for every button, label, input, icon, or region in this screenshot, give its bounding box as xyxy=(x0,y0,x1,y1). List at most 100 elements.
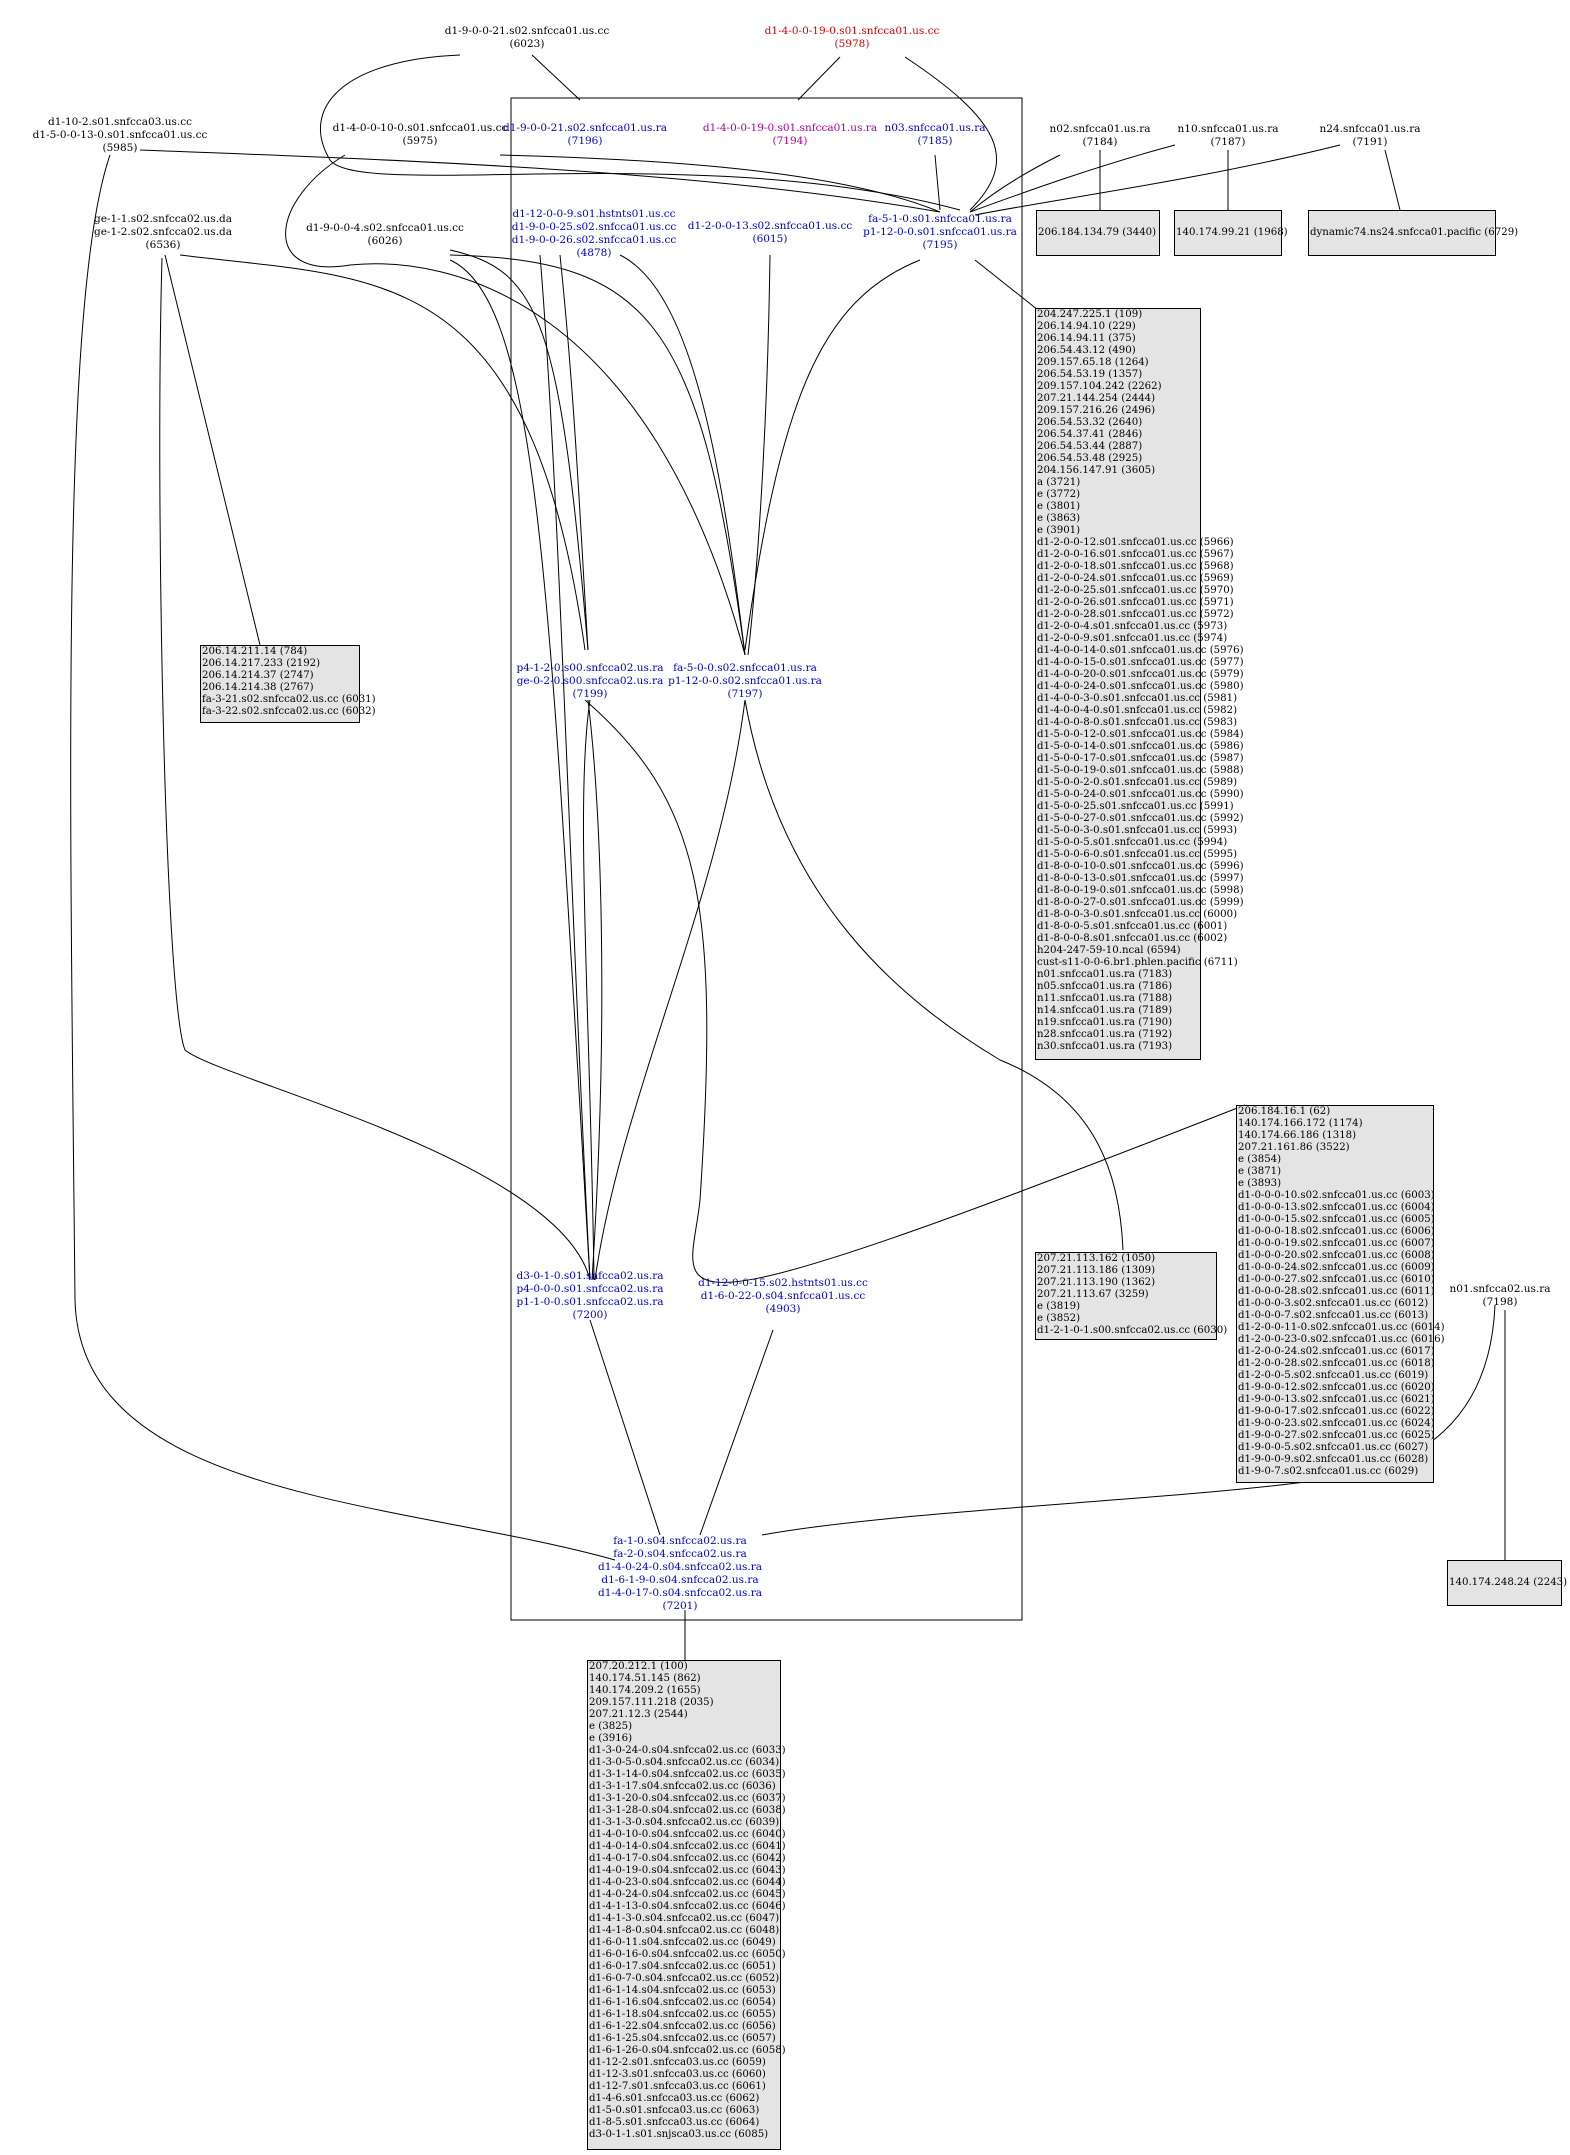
box-line: n14.snfcca01.us.ra (7189) xyxy=(1037,1005,1173,1016)
node-label: d1-9-0-0-26.s02.snfcca01.us.cc xyxy=(511,234,677,246)
box-line: 206.54.37.41 (2846) xyxy=(1037,429,1143,440)
box-line: d1-4-1-3-0.s04.snfcca02.us.cc (6047) xyxy=(589,1913,780,1924)
node-label: n03.snfcca01.us.ra xyxy=(884,122,986,134)
node-n01-7198[interactable]: n01.snfcca02.us.ra (7198) xyxy=(1450,1283,1551,1309)
node-id: (4903) xyxy=(765,1303,801,1315)
node-n24-7191[interactable]: n24.snfcca01.us.ra (7191) xyxy=(1320,123,1421,149)
node-7197[interactable]: fa-5-0-0.s02.snfcca01.us.ra p1-12-0-0.s0… xyxy=(668,662,822,701)
box-big-right-group[interactable]: 204.247.225.1 (109)206.14.94.10 (229)206… xyxy=(1035,308,1244,1060)
box-line: d1-3-0-24-0.s04.snfcca02.us.cc (6033) xyxy=(589,1745,786,1756)
box-mid-right-group[interactable]: 207.21.113.162 (1050)207.21.113.186 (130… xyxy=(1035,1252,1228,1340)
node-id: (7196) xyxy=(567,135,603,147)
box-bottom-group[interactable]: 207.20.212.1 (100)140.174.51.145 (862)14… xyxy=(587,1660,786,2150)
node-id: (7185) xyxy=(917,135,953,147)
box-line: d1-4-0-14-0.s04.snfcca02.us.cc (6041) xyxy=(589,1841,786,1852)
box-1968[interactable]: 140.174.99.21 (1968) xyxy=(1174,210,1288,256)
box-line: d1-3-1-17.s04.snfcca02.us.cc (6036) xyxy=(589,1781,776,1792)
box-line: d1-6-0-16-0.s04.snfcca02.us.cc (6050) xyxy=(589,1949,786,1960)
box-line: 206.14.211.14 (784) xyxy=(202,646,308,657)
box-line: d1-0-0-0-3.s02.snfcca01.us.cc (6012) xyxy=(1238,1298,1429,1309)
node-id: (7201) xyxy=(662,1600,698,1612)
box-line: d1-0-0-0-13.s02.snfcca01.us.cc (6004) xyxy=(1238,1202,1435,1213)
box-line: 207.21.12.3 (2544) xyxy=(589,1709,688,1720)
node-label: d1-12-0-0-9.s01.hstnts01.us.cc xyxy=(512,208,676,220)
node-label: d1-12-0-0-15.s02.hstnts01.us.cc xyxy=(698,1277,868,1289)
box-line: d1-8-0-0-19-0.s01.snfcca01.us.cc (5998) xyxy=(1037,885,1244,896)
node-label: d1-5-0-0-13-0.s01.snfcca01.us.cc xyxy=(32,129,208,141)
node-d1-10-2-5985[interactable]: d1-10-2.s01.snfcca03.us.cc d1-5-0-0-13-0… xyxy=(33,116,208,155)
box-line: e (3825) xyxy=(589,1721,633,1732)
box-line: d1-2-0-0-23-0.s02.snfcca01.us.cc (6016) xyxy=(1238,1334,1445,1345)
box-left-group[interactable]: 206.14.211.14 (784)206.14.217.233 (2192)… xyxy=(200,645,376,723)
node-4903[interactable]: d1-12-0-0-15.s02.hstnts01.us.cc d1-6-0-2… xyxy=(698,1277,868,1316)
box-line: d1-5-0-0-2-0.s01.snfcca01.us.cc (5989) xyxy=(1037,777,1238,788)
node-id: (7195) xyxy=(922,239,958,251)
node-label: ge-1-2.s02.snfcca02.us.da xyxy=(93,226,233,238)
node-label: d1-9-0-0-21.s02.snfcca01.us.ra xyxy=(503,122,667,134)
box-line: a (3721) xyxy=(1037,477,1081,488)
node-label: d1-9-0-0-21.s02.snfcca01.us.cc xyxy=(444,25,610,37)
node-ge-1-1-6536[interactable]: ge-1-1.s02.snfcca02.us.da ge-1-2.s02.snf… xyxy=(94,213,232,252)
box-line: e (3852) xyxy=(1037,1313,1081,1324)
box-line: d1-0-0-0-28.s02.snfcca01.us.cc (6011) xyxy=(1238,1286,1435,1297)
node-7200[interactable]: d3-0-1-0.s01.snfcca02.us.ra p4-0-0-0.s01… xyxy=(516,1270,663,1322)
node-n10-7187[interactable]: n10.snfcca01.us.ra (7187) xyxy=(1178,123,1279,149)
node-label: d1-4-0-24-0.s04.snfcca02.us.ra xyxy=(598,1561,762,1573)
box-line: d3-0-1-1.s01.snjsca03.us.cc (6085) xyxy=(589,2129,769,2140)
box-line: d1-4-0-24-0.s04.snfcca02.us.cc (6045) xyxy=(589,1889,786,1900)
box-line: d1-5-0-0-17-0.s01.snfcca01.us.cc (5987) xyxy=(1037,753,1244,764)
node-label: fa-5-0-0.s02.snfcca01.us.ra xyxy=(673,662,817,674)
box-line: 206.54.53.44 (2887) xyxy=(1037,441,1143,452)
node-label: p4-1-2-0.s00.snfcca02.us.ra xyxy=(516,662,664,674)
node-id: (5985) xyxy=(102,142,138,154)
box-line: d1-0-0-0-24.s02.snfcca01.us.cc (6009) xyxy=(1238,1262,1435,1273)
box-line: d1-6-1-16.s04.snfcca02.us.cc (6054) xyxy=(589,1997,776,2008)
node-label: n01.snfcca02.us.ra xyxy=(1449,1283,1551,1295)
box-line: d1-2-0-0-12.s01.snfcca01.us.cc (5966) xyxy=(1037,537,1234,548)
box-line: d1-3-1-3-0.s04.snfcca02.us.cc (6039) xyxy=(589,1817,780,1828)
box-line: n28.snfcca01.us.ra (7192) xyxy=(1037,1029,1173,1040)
node-n02-7184[interactable]: n02.snfcca01.us.ra (7184) xyxy=(1050,123,1151,149)
node-d1-4-0-0-19-0-5978[interactable]: d1-4-0-0-19-0.s01.snfcca01.us.cc (5978) xyxy=(765,25,940,51)
node-label: n02.snfcca01.us.ra xyxy=(1049,123,1151,135)
node-7195[interactable]: fa-5-1-0.s01.snfcca01.us.ra p1-12-0-0.s0… xyxy=(863,213,1017,252)
node-4878[interactable]: d1-12-0-0-9.s01.hstnts01.us.cc d1-9-0-0-… xyxy=(512,208,676,260)
box-line: 206.54.53.48 (2925) xyxy=(1037,453,1143,464)
box-line: d1-4-1-13-0.s04.snfcca02.us.cc (6046) xyxy=(589,1901,786,1912)
box-6729[interactable]: dynamic74.ns24.snfcca01.pacific (6729) xyxy=(1308,210,1518,256)
box-line: n19.snfcca01.us.ra (7190) xyxy=(1037,1017,1173,1028)
box-line: d1-0-0-0-20.s02.snfcca01.us.cc (6008) xyxy=(1238,1250,1435,1261)
node-7194[interactable]: d1-4-0-0-19-0.s01.snfcca01.us.ra (7194) xyxy=(703,122,877,148)
box-far-right-group[interactable]: 206.184.16.1 (62)140.174.166.172 (1174)1… xyxy=(1236,1105,1445,1483)
box-line: d1-3-1-14-0.s04.snfcca02.us.cc (6035) xyxy=(589,1769,786,1780)
box-line: fa-3-21.s02.snfcca02.us.cc (6031) xyxy=(202,694,376,705)
box-line: 207.21.113.162 (1050) xyxy=(1037,1253,1156,1264)
node-id: (4878) xyxy=(576,247,612,259)
node-d1-4-0-0-10-0-5975[interactable]: d1-4-0-0-10-0.s01.snfcca01.us.cc (5975) xyxy=(333,122,508,148)
box-line: 204.156.147.91 (3605) xyxy=(1037,465,1156,476)
box-line: 206.184.16.1 (62) xyxy=(1238,1106,1331,1117)
box-line: 207.21.113.186 (1309) xyxy=(1037,1265,1156,1276)
node-label: n10.snfcca01.us.ra xyxy=(1177,123,1279,135)
node-7185[interactable]: n03.snfcca01.us.ra (7185) xyxy=(885,122,986,148)
box-line: d1-2-1-0-1.s00.snfcca02.us.cc (6030) xyxy=(1037,1325,1228,1336)
box-line: d1-5-0-0-14-0.s01.snfcca01.us.cc (5986) xyxy=(1037,741,1244,752)
box-line: d1-8-0-0-10-0.s01.snfcca01.us.cc (5996) xyxy=(1037,861,1244,872)
box-line: d1-5-0-0-12-0.s01.snfcca01.us.cc (5984) xyxy=(1037,729,1244,740)
node-7196[interactable]: d1-9-0-0-21.s02.snfcca01.us.ra (7196) xyxy=(503,122,667,148)
node-7199[interactable]: p4-1-2-0.s00.snfcca02.us.ra ge-0-2-0.s00… xyxy=(516,662,663,701)
box-line: d1-2-0-0-25.s01.snfcca01.us.cc (5970) xyxy=(1037,585,1234,596)
node-d1-9-0-0-4-6026[interactable]: d1-9-0-0-4.s02.snfcca01.us.cc (6026) xyxy=(306,222,464,248)
box-line: d1-8-0-0-13-0.s01.snfcca01.us.cc (5997) xyxy=(1037,873,1244,884)
box-line: d1-4-0-0-8-0.s01.snfcca01.us.cc (5983) xyxy=(1037,717,1238,728)
node-6015[interactable]: d1-2-0-0-13.s02.snfcca01.us.cc (6015) xyxy=(688,220,852,246)
box-line: d1-2-0-0-28.s02.snfcca01.us.cc (6018) xyxy=(1238,1358,1435,1369)
box-line: 206.14.214.38 (2767) xyxy=(202,682,314,693)
box-3440[interactable]: 206.184.134.79 (3440) xyxy=(1036,210,1160,256)
box-line: 206.14.94.11 (375) xyxy=(1037,333,1136,344)
node-d1-9-0-0-21-6023[interactable]: d1-9-0-0-21.s02.snfcca01.us.cc (6023) xyxy=(445,25,609,51)
node-id: (7191) xyxy=(1352,136,1388,148)
node-7201[interactable]: fa-1-0.s04.snfcca02.us.ra fa-2-0.s04.snf… xyxy=(598,1535,762,1613)
box-line: 140.174.248.24 (2243) xyxy=(1449,1577,1568,1588)
box-2243[interactable]: 140.174.248.24 (2243) xyxy=(1447,1560,1568,1606)
